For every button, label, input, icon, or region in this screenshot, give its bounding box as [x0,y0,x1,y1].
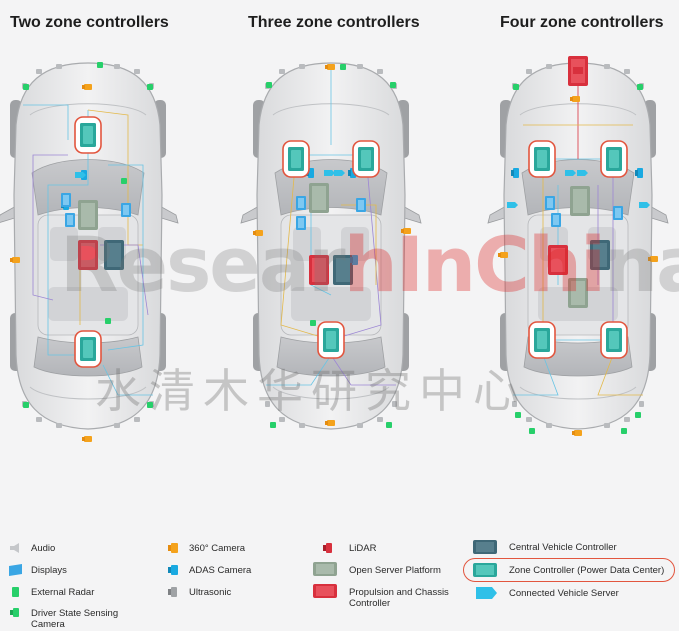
car-four-zone [487,56,669,436]
legend-label: 360° Camera [189,543,246,554]
legend: Audio Displays External Radar Driver Sta… [0,532,679,631]
legend-label: Driver State Sensing Camera [31,608,119,630]
display-icon [9,564,22,576]
ultrasonic-icon [168,587,177,597]
legend-label: Connected Vehicle Server [509,588,619,599]
legend-label: LiDAR [349,543,377,554]
audio-icon [10,543,19,553]
legend-label: Central Vehicle Controller [509,542,617,553]
title-two-zone: Two zone controllers [10,14,169,31]
central-controller-icon [473,540,497,554]
open-server-icon [313,562,337,576]
car-two-zone [0,62,179,442]
radar-icon [12,587,19,597]
zone-controller-icon [473,563,497,577]
adas-camera-icon [168,565,178,575]
connected-server-icon [476,587,497,599]
lidar-icon [323,543,332,553]
driver-camera-icon [10,608,19,617]
camera-360-icon [168,543,178,553]
legend-label: External Radar [31,587,95,598]
legend-label: Ultrasonic [189,587,232,598]
legend-label: Zone Controller (Power Data Center) [509,565,665,576]
propulsion-icon [313,584,337,598]
legend-label: ADAS Camera [189,565,252,576]
legend-label: Displays [31,565,67,576]
title-three-zone: Three zone controllers [248,14,420,31]
car-diagrams [0,56,669,442]
zone-controller-highlight [463,558,675,582]
legend-label: Propulsion and Chassis Controller [349,587,449,609]
car-three-zone [240,62,422,430]
legend-label: Audio [31,543,56,554]
legend-label: Open Server Platform [349,565,441,576]
title-four-zone: Four zone controllers [500,14,664,31]
